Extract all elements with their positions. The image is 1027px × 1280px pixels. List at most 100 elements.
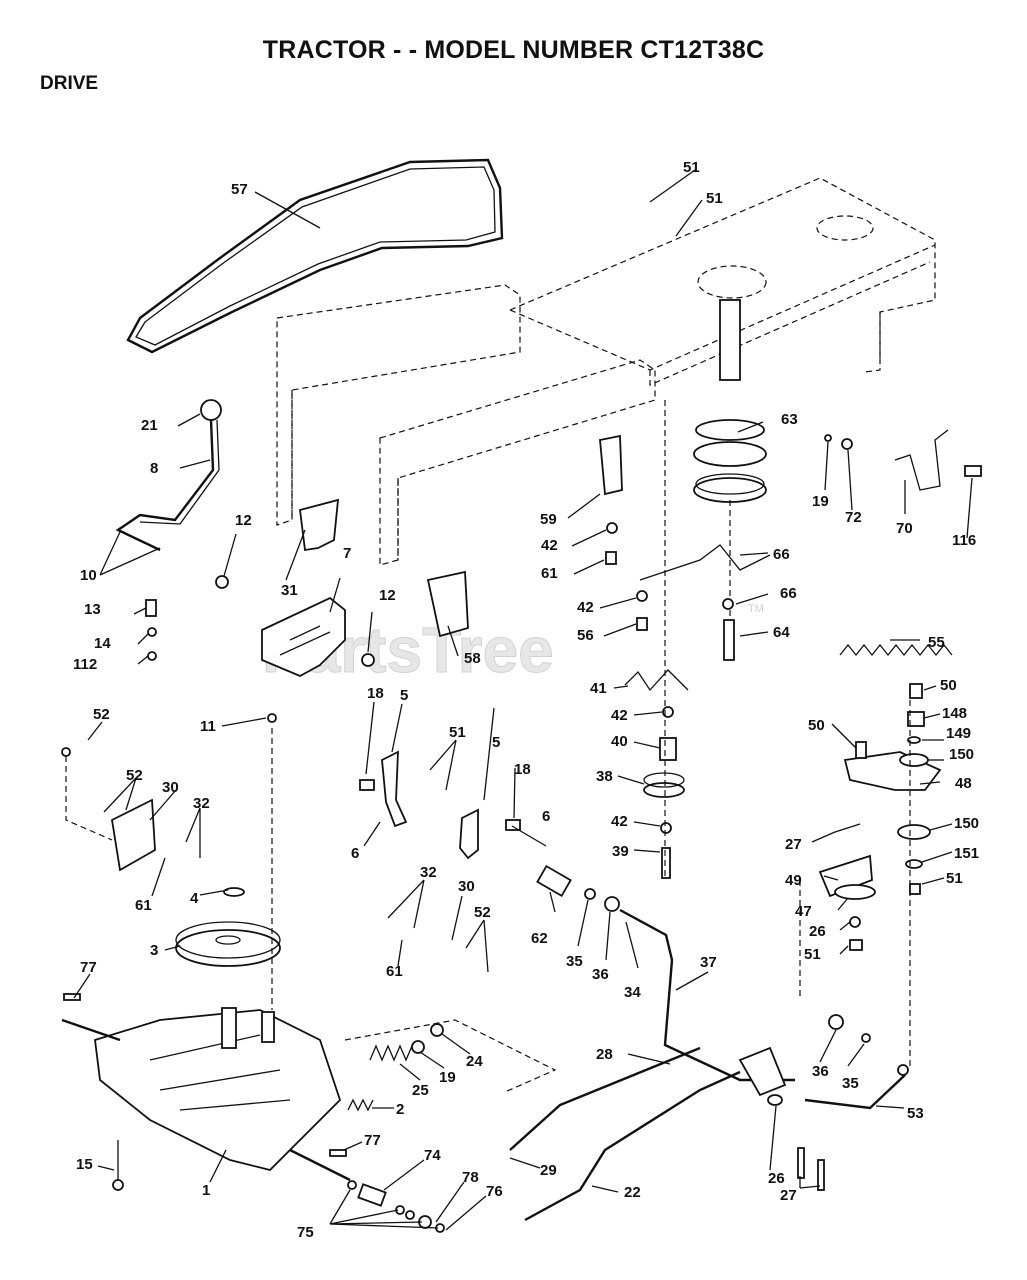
callout-51-d: 51 <box>946 870 963 887</box>
callout-18-a: 18 <box>367 685 384 702</box>
callout-10: 10 <box>80 567 97 584</box>
callout-22: 22 <box>624 1184 641 1201</box>
callout-56: 56 <box>577 627 594 644</box>
callout-62: 62 <box>531 930 548 947</box>
page-title: TRACTOR - - MODEL NUMBER CT12T38C <box>262 36 765 64</box>
callout-30-a: 30 <box>162 779 179 796</box>
callout-52-a: 52 <box>93 706 110 723</box>
callout-36-a: 36 <box>592 966 609 983</box>
callout-41: 41 <box>590 680 607 697</box>
callout-59: 59 <box>540 511 557 528</box>
leader-lines <box>73 169 973 1231</box>
main-pulley <box>175 728 281 1010</box>
callout-77-a: 77 <box>80 959 97 976</box>
callout-48: 48 <box>955 775 972 792</box>
callout-42-c: 42 <box>611 707 628 724</box>
transaxle <box>61 1007 557 1191</box>
idler-arms <box>359 750 521 860</box>
right-side-parts <box>799 429 982 1070</box>
callout-35-b: 35 <box>842 1075 859 1092</box>
left-fasteners <box>61 575 375 757</box>
callout-35-a: 35 <box>566 953 583 970</box>
callout-5-b: 5 <box>492 734 500 751</box>
callout-53: 53 <box>907 1105 924 1122</box>
callout-42-a: 42 <box>541 537 558 554</box>
callout-3: 3 <box>150 942 158 959</box>
drive-belt <box>126 158 504 354</box>
callout-5-a: 5 <box>400 687 408 704</box>
callout-37: 37 <box>700 954 717 971</box>
callout-42-d: 42 <box>611 813 628 830</box>
callout-21: 21 <box>141 417 158 434</box>
callout-116: 116 <box>952 532 976 549</box>
callout-66-a: 66 <box>773 546 790 563</box>
callout-38: 38 <box>596 768 613 785</box>
callout-51-c: 51 <box>449 724 466 741</box>
callout-32-b: 32 <box>420 864 437 881</box>
callout-34: 34 <box>624 984 641 1001</box>
callout-42-b: 42 <box>577 599 594 616</box>
callout-50-a: 50 <box>940 677 957 694</box>
callout-51-top2: 51 <box>706 190 723 207</box>
callout-70: 70 <box>896 520 913 537</box>
callout-28: 28 <box>596 1046 613 1063</box>
springs <box>347 643 953 1112</box>
callout-112: 112 <box>73 656 97 673</box>
callout-18-b: 18 <box>514 761 531 778</box>
callout-19-a: 19 <box>812 493 829 510</box>
callout-27-a: 27 <box>785 836 802 853</box>
callout-29: 29 <box>540 1162 557 1179</box>
callout-27-b: 27 <box>780 1187 797 1204</box>
callout-8: 8 <box>150 460 158 477</box>
callout-40: 40 <box>611 733 628 750</box>
callout-150-a: 150 <box>949 746 974 763</box>
callout-1: 1 <box>202 1182 210 1199</box>
callout-55: 55 <box>928 634 945 651</box>
callout-148: 148 <box>942 705 967 722</box>
callout-4: 4 <box>190 890 199 907</box>
callout-13: 13 <box>84 601 101 618</box>
callout-32-a: 32 <box>193 795 210 812</box>
callout-2: 2 <box>396 1101 404 1118</box>
callout-151: 151 <box>954 845 979 862</box>
callout-15: 15 <box>76 1156 93 1173</box>
callout-30-b: 30 <box>458 878 475 895</box>
callout-12-a: 12 <box>235 512 252 529</box>
callout-64: 64 <box>773 624 790 641</box>
callout-52-b: 52 <box>126 767 143 784</box>
left-mount-bracket <box>65 756 156 872</box>
callout-150-b: 150 <box>954 815 979 832</box>
callout-72: 72 <box>845 509 862 526</box>
callout-25: 25 <box>412 1082 429 1099</box>
callout-12-b: 12 <box>379 587 396 604</box>
callout-51-top: 51 <box>683 159 700 176</box>
callout-66-b: 66 <box>780 585 797 602</box>
callout-61-a: 61 <box>541 565 558 582</box>
callout-39: 39 <box>612 843 629 860</box>
shift-linkage <box>509 864 909 1222</box>
callout-75: 75 <box>297 1224 314 1241</box>
callout-24: 24 <box>466 1053 483 1070</box>
callout-11: 11 <box>200 718 216 735</box>
callout-61-c: 61 <box>386 963 403 980</box>
callout-57: 57 <box>231 181 248 198</box>
callout-26-b: 26 <box>768 1170 785 1187</box>
callout-77-b: 77 <box>364 1132 381 1149</box>
shift-lever <box>115 399 222 552</box>
callout-50-b: 50 <box>808 717 825 734</box>
callout-51-e: 51 <box>804 946 821 963</box>
callout-52-c: 52 <box>474 904 491 921</box>
callout-49: 49 <box>785 872 802 889</box>
callout-78: 78 <box>462 1169 479 1186</box>
callout-26-a: 26 <box>809 923 826 940</box>
callout-6-b: 6 <box>542 808 550 825</box>
callout-19-b: 19 <box>439 1069 456 1086</box>
callout-7: 7 <box>343 545 351 562</box>
section-title: DRIVE <box>40 73 99 94</box>
callout-76: 76 <box>486 1183 503 1200</box>
callout-61-b: 61 <box>135 897 152 914</box>
callout-labels: 57 51 51 21 8 12 31 7 10 13 14 112 12 58… <box>73 159 979 1241</box>
brackets-upper <box>261 498 469 677</box>
callout-47: 47 <box>795 903 812 920</box>
